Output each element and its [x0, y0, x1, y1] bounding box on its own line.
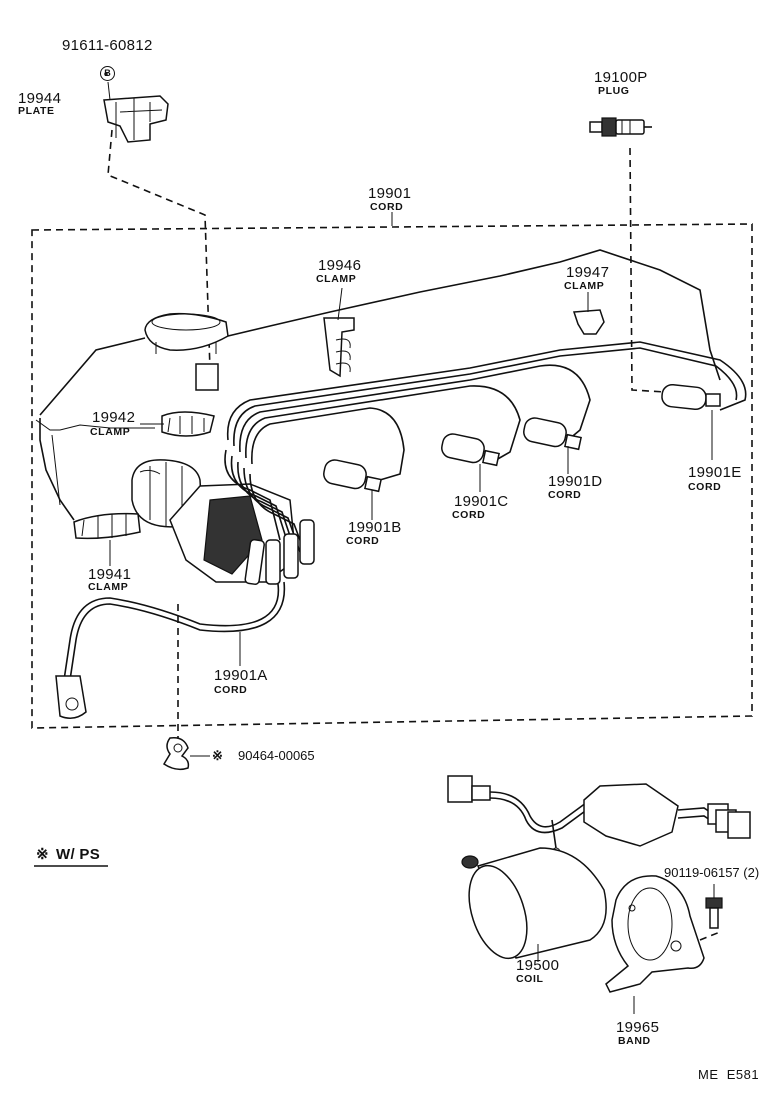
coil-number: 19500 — [516, 957, 560, 974]
cord-set-boundary — [31, 223, 753, 729]
spark-plug-part — [589, 117, 652, 137]
plate-number: 19944 — [18, 90, 62, 107]
clip-ps-marker: ※ — [212, 748, 223, 763]
coil-part — [461, 847, 607, 962]
diagram-code: ME E581 — [698, 1067, 760, 1082]
coil-name: COIL — [516, 973, 544, 985]
clamp-19941-name: CLAMP — [88, 581, 129, 593]
plug-boot-c — [441, 433, 500, 467]
clamp-19947-number: 19947 — [566, 264, 610, 281]
leader-lines — [109, 287, 713, 740]
plate-leader — [107, 129, 211, 371]
bolt-top-marker: B — [100, 66, 115, 81]
ps-clip-part — [162, 736, 210, 771]
plug-leader — [629, 147, 666, 393]
cord-a-part — [55, 581, 286, 719]
clamp-19947-part — [572, 309, 605, 335]
clamp-19946-number: 19946 — [318, 257, 362, 274]
cord-e-name: CORD — [688, 481, 722, 493]
band-part — [605, 875, 705, 1014]
cord-c-name: CORD — [452, 509, 486, 521]
cord-a-number: 19901A — [214, 667, 268, 684]
plug-boot-d — [523, 417, 582, 451]
coil-harness-part — [447, 775, 751, 857]
bolt-top-number: 91611-60812 — [62, 37, 153, 54]
plate-part — [103, 72, 169, 143]
clip-ps-number: 90464-00065 — [238, 748, 315, 763]
plate-name: PLATE — [18, 105, 55, 117]
clamp-19941-part — [73, 512, 141, 540]
engine-outline — [35, 249, 721, 521]
cord-b-name: CORD — [346, 535, 380, 547]
clamp-19946-name: CLAMP — [316, 273, 357, 285]
note-text: W/ PS — [56, 846, 101, 863]
plug-boot-e — [661, 384, 721, 410]
cord-set-name: CORD — [370, 201, 404, 213]
screw-number: 90119-06157 (2) — [664, 865, 760, 880]
cord-b-number: 19901B — [348, 519, 402, 536]
note-marker: ※ — [36, 846, 49, 863]
cord-set-number: 19901 — [368, 185, 412, 202]
cord-d-number: 19901D — [548, 473, 603, 490]
plug-boot-b — [323, 459, 382, 493]
clamp-19942-part — [161, 411, 215, 437]
screw-part — [699, 884, 723, 941]
clamp-19941-number: 19941 — [88, 566, 132, 583]
cord-e-number: 19901E — [688, 464, 742, 481]
clamp-19947-name: CLAMP — [564, 280, 605, 292]
clamp-19946-part — [323, 317, 355, 378]
cord-bundle — [224, 341, 747, 585]
cord-a-name: CORD — [214, 684, 248, 696]
cord-c-number: 19901C — [454, 493, 509, 510]
cord-d-name: CORD — [548, 489, 582, 501]
clamp-19942-number: 19942 — [92, 409, 136, 426]
plug-name: PLUG — [598, 85, 630, 97]
clamp-19942-name: CLAMP — [90, 426, 131, 438]
band-name: BAND — [618, 1035, 651, 1047]
plug-number: 19100P — [594, 69, 648, 86]
band-number: 19965 — [616, 1019, 660, 1036]
